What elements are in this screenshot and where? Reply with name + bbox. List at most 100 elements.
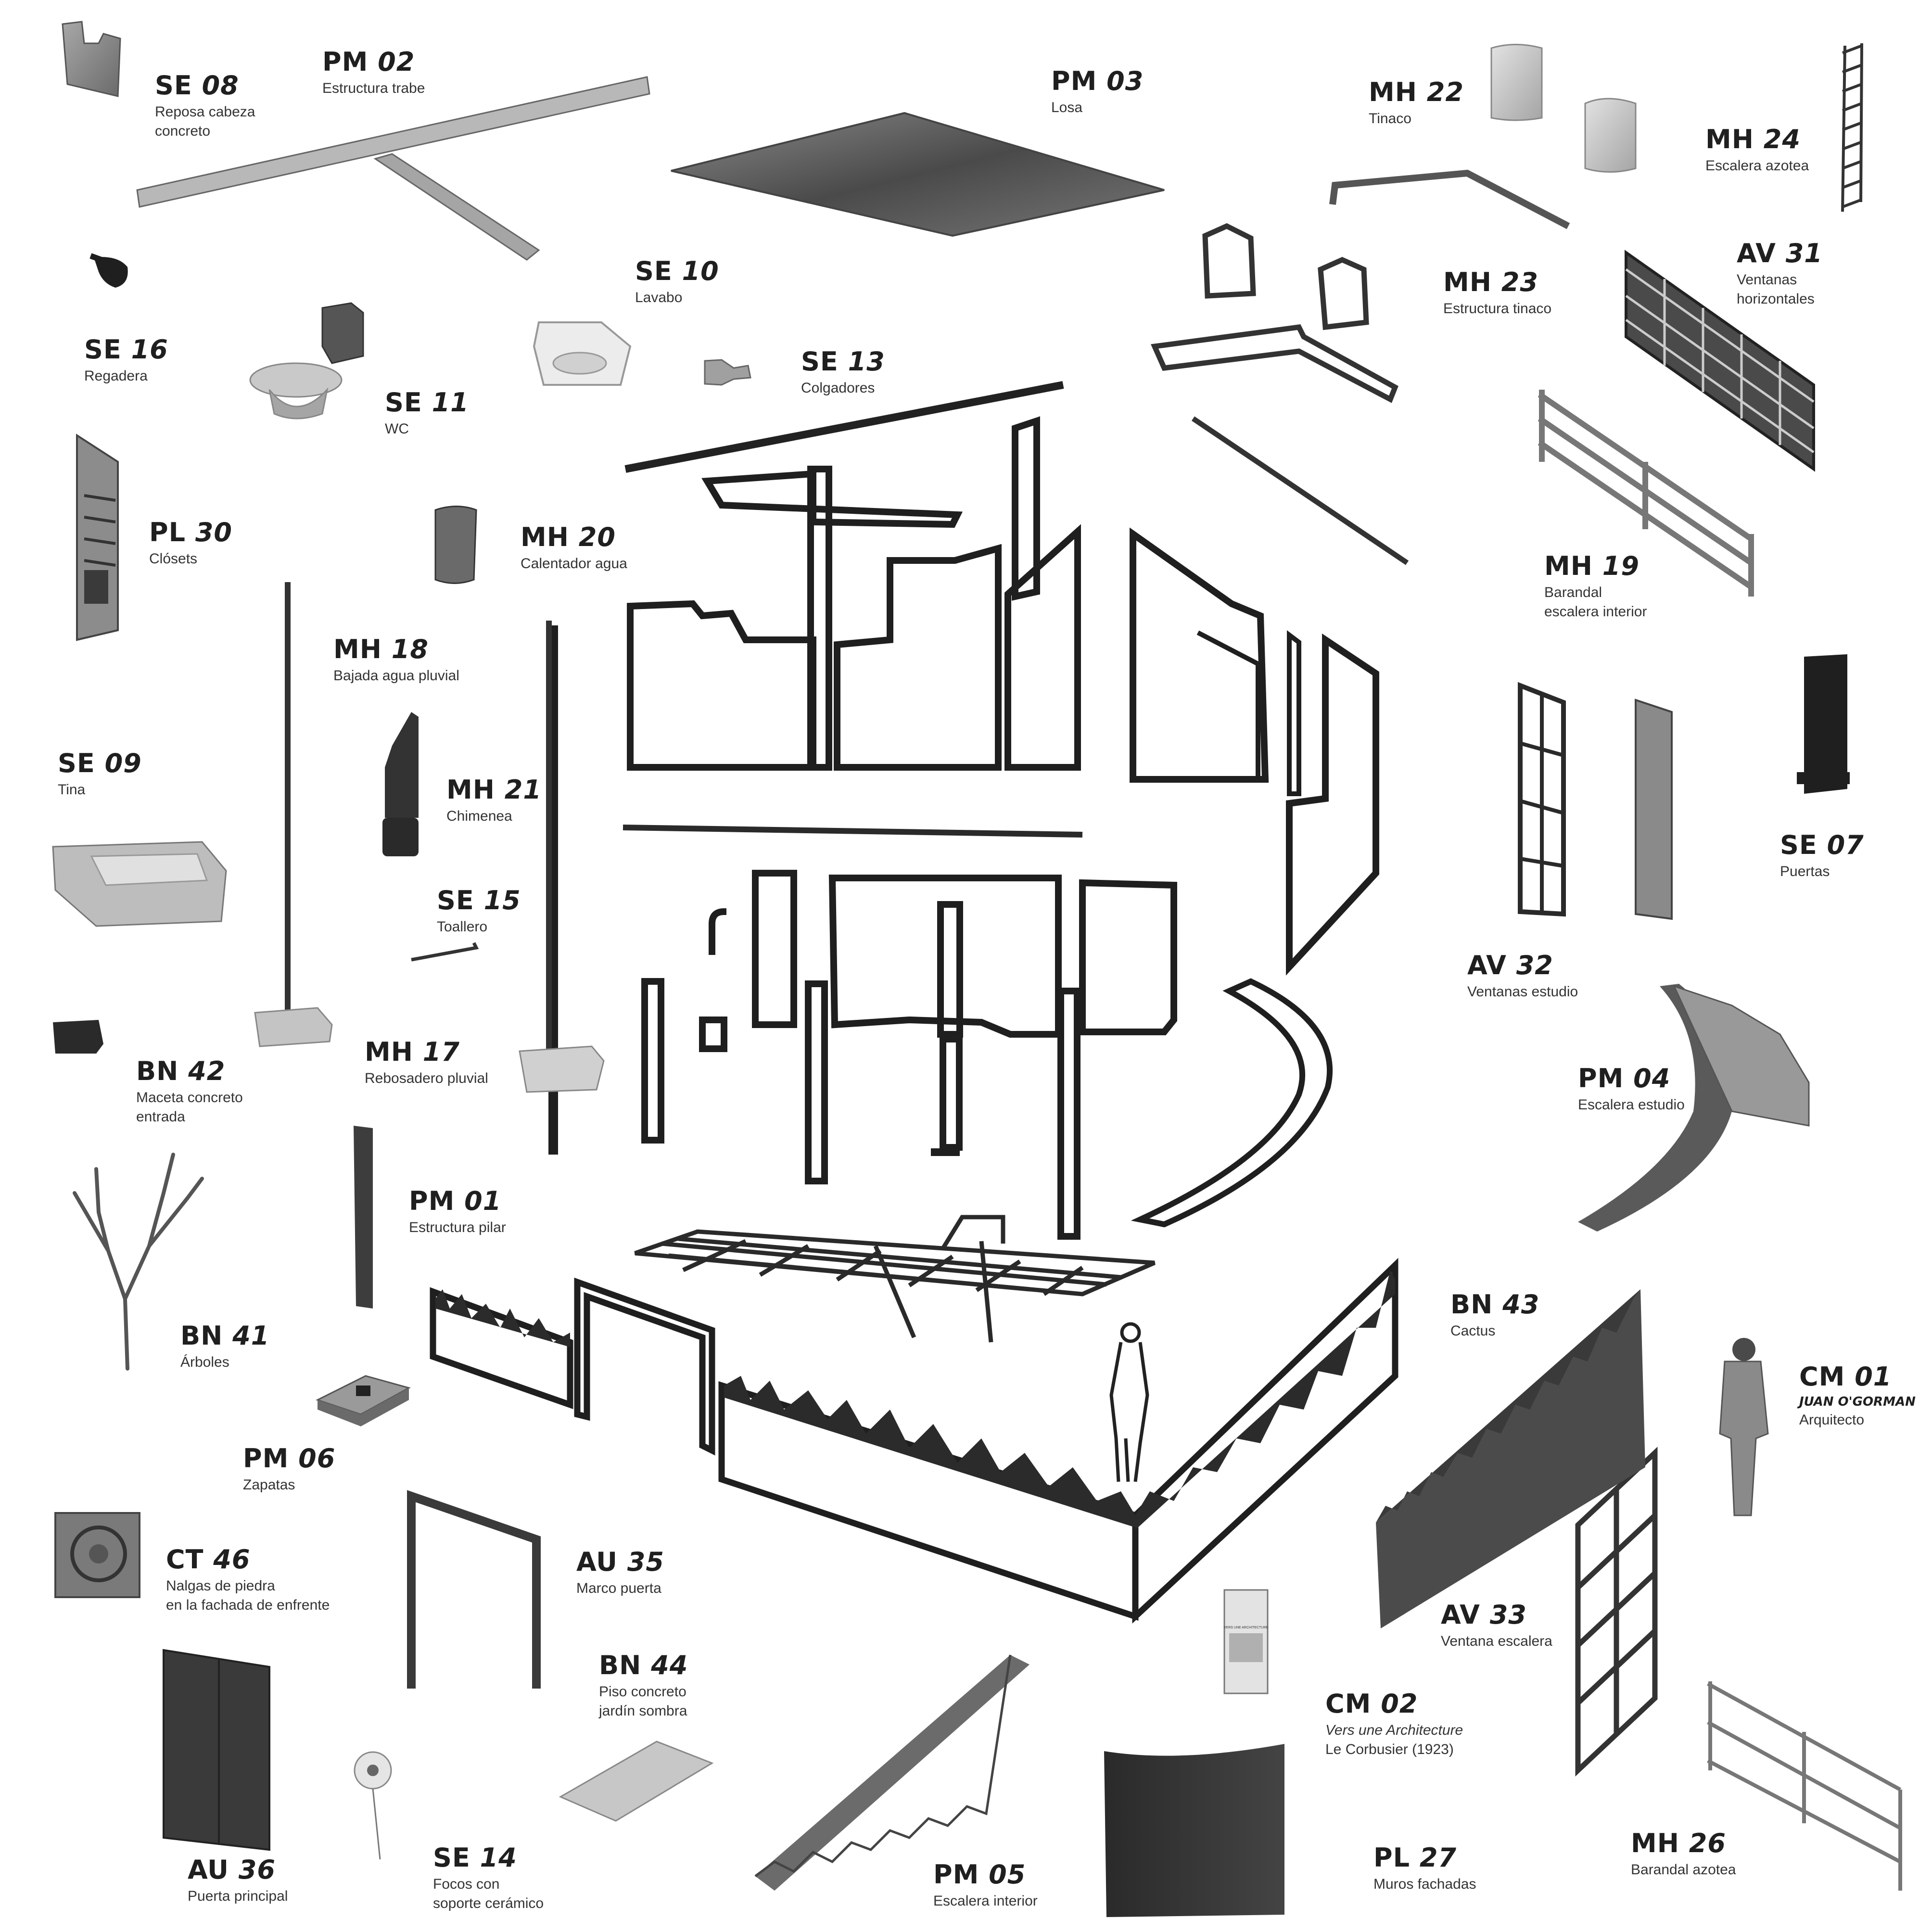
label-number: 27 (1419, 1843, 1457, 1873)
label-pm06: PM 06 Zapatas (243, 1443, 335, 1494)
label-code: PM 06 (243, 1443, 335, 1474)
label-description: Ventanas estudio (1467, 983, 1578, 1000)
doors-pic (1797, 654, 1850, 794)
label-category: BN (599, 1650, 642, 1680)
label-description: Bajada agua pluvial (333, 667, 459, 684)
label-category: MH (521, 522, 569, 552)
facade-wall-pic (1104, 1744, 1284, 1917)
label-code: PL 30 (149, 517, 232, 548)
label-code: SE 07 (1780, 830, 1864, 861)
label-number: 01 (1855, 1361, 1892, 1392)
label-number: 16 (131, 334, 168, 365)
hook-pic (704, 359, 751, 386)
label-number: 43 (1502, 1289, 1540, 1320)
label-number: 08 (202, 70, 239, 101)
studio-stair-pic (1578, 984, 1810, 1232)
label-code: PM 05 (933, 1859, 1038, 1891)
book-title: VERS UNE ARCHITECTURE (1224, 1626, 1269, 1629)
label-description: Clósets (149, 550, 198, 567)
label-code: SE 16 (84, 334, 168, 366)
label-description: concreto (155, 123, 211, 139)
label-description: Losa (1051, 99, 1083, 115)
label-category: MH (365, 1037, 413, 1067)
label-category: SE (433, 1843, 470, 1873)
facade-cactus-silhouette (435, 1270, 1395, 1530)
book-pic: VERS UNE ARCHITECTURE (1223, 1589, 1269, 1694)
label-category: SE (155, 70, 192, 101)
label-code: PL 27 (1373, 1843, 1476, 1874)
label-number: 24 (1763, 124, 1801, 154)
label-number: 42 (188, 1056, 226, 1086)
concrete-floor-pic (559, 1741, 714, 1822)
label-category: BN (136, 1056, 179, 1086)
label-pm03: PM 03 Losa (1051, 66, 1144, 116)
label-number: 11 (432, 387, 469, 418)
label-category: MH (446, 775, 495, 805)
label-code: CM 01 (1799, 1361, 1916, 1393)
label-code: MH 21 (446, 775, 542, 806)
label-code: AU 36 (188, 1855, 288, 1886)
label-number: 32 (1516, 950, 1553, 980)
label-category: SE (385, 387, 422, 418)
stone-relief-pic (54, 1512, 140, 1598)
label-description: Estructura trabe (322, 80, 425, 96)
label-category: CT (166, 1544, 204, 1575)
main-door-pic (163, 1649, 270, 1851)
label-category: AU (576, 1547, 618, 1577)
label-description: Reposa cabeza (155, 103, 255, 120)
door-frame-pic (407, 1490, 541, 1689)
label-description: en la fachada de enfrente (166, 1597, 330, 1613)
label-code: MH 19 (1544, 551, 1647, 582)
label-code: BN 44 (599, 1650, 688, 1681)
label-category: SE (635, 256, 673, 286)
label-number: 06 (298, 1443, 336, 1474)
wc-pic (249, 302, 364, 419)
label-number: 07 (1827, 830, 1864, 860)
label-subtitle: JUAN O'GORMAN (1799, 1394, 1916, 1409)
label-description: Rebosadero pluvial (365, 1070, 488, 1086)
label-category: PM (409, 1186, 455, 1216)
washbasin-pic (533, 321, 632, 386)
label-number: 19 (1602, 551, 1640, 581)
label-number: 02 (1381, 1689, 1418, 1719)
closet-pic (76, 433, 119, 641)
label-description: jardín sombra (599, 1703, 687, 1719)
footing-pic (316, 1375, 411, 1426)
label-description: Marco puerta (576, 1580, 661, 1596)
label-number: 17 (422, 1037, 460, 1067)
label-code: SE 10 (635, 256, 719, 287)
label-number: 41 (232, 1321, 270, 1351)
label-description: Maceta concreto (136, 1089, 243, 1106)
house-roof-edge (624, 381, 1064, 473)
label-category: BN (180, 1321, 223, 1351)
label-number: 04 (1633, 1063, 1671, 1093)
cactus-pic (1376, 1289, 1645, 1628)
label-number: 10 (682, 256, 719, 286)
label-number: 33 (1489, 1600, 1527, 1630)
label-category: MH (1631, 1828, 1679, 1858)
label-description: horizontales (1737, 291, 1815, 307)
label-category: SE (801, 346, 839, 377)
label-code: SE 13 (801, 346, 885, 378)
label-number: 01 (464, 1186, 502, 1216)
house-mid-beam (623, 825, 1083, 838)
label-category: PL (149, 517, 186, 547)
label-code: PM 03 (1051, 66, 1144, 97)
label-category: PM (1051, 66, 1097, 96)
label-description: soporte cerámico (433, 1895, 544, 1911)
label-category: SE (58, 748, 95, 778)
label-description: Zapatas (243, 1476, 295, 1493)
